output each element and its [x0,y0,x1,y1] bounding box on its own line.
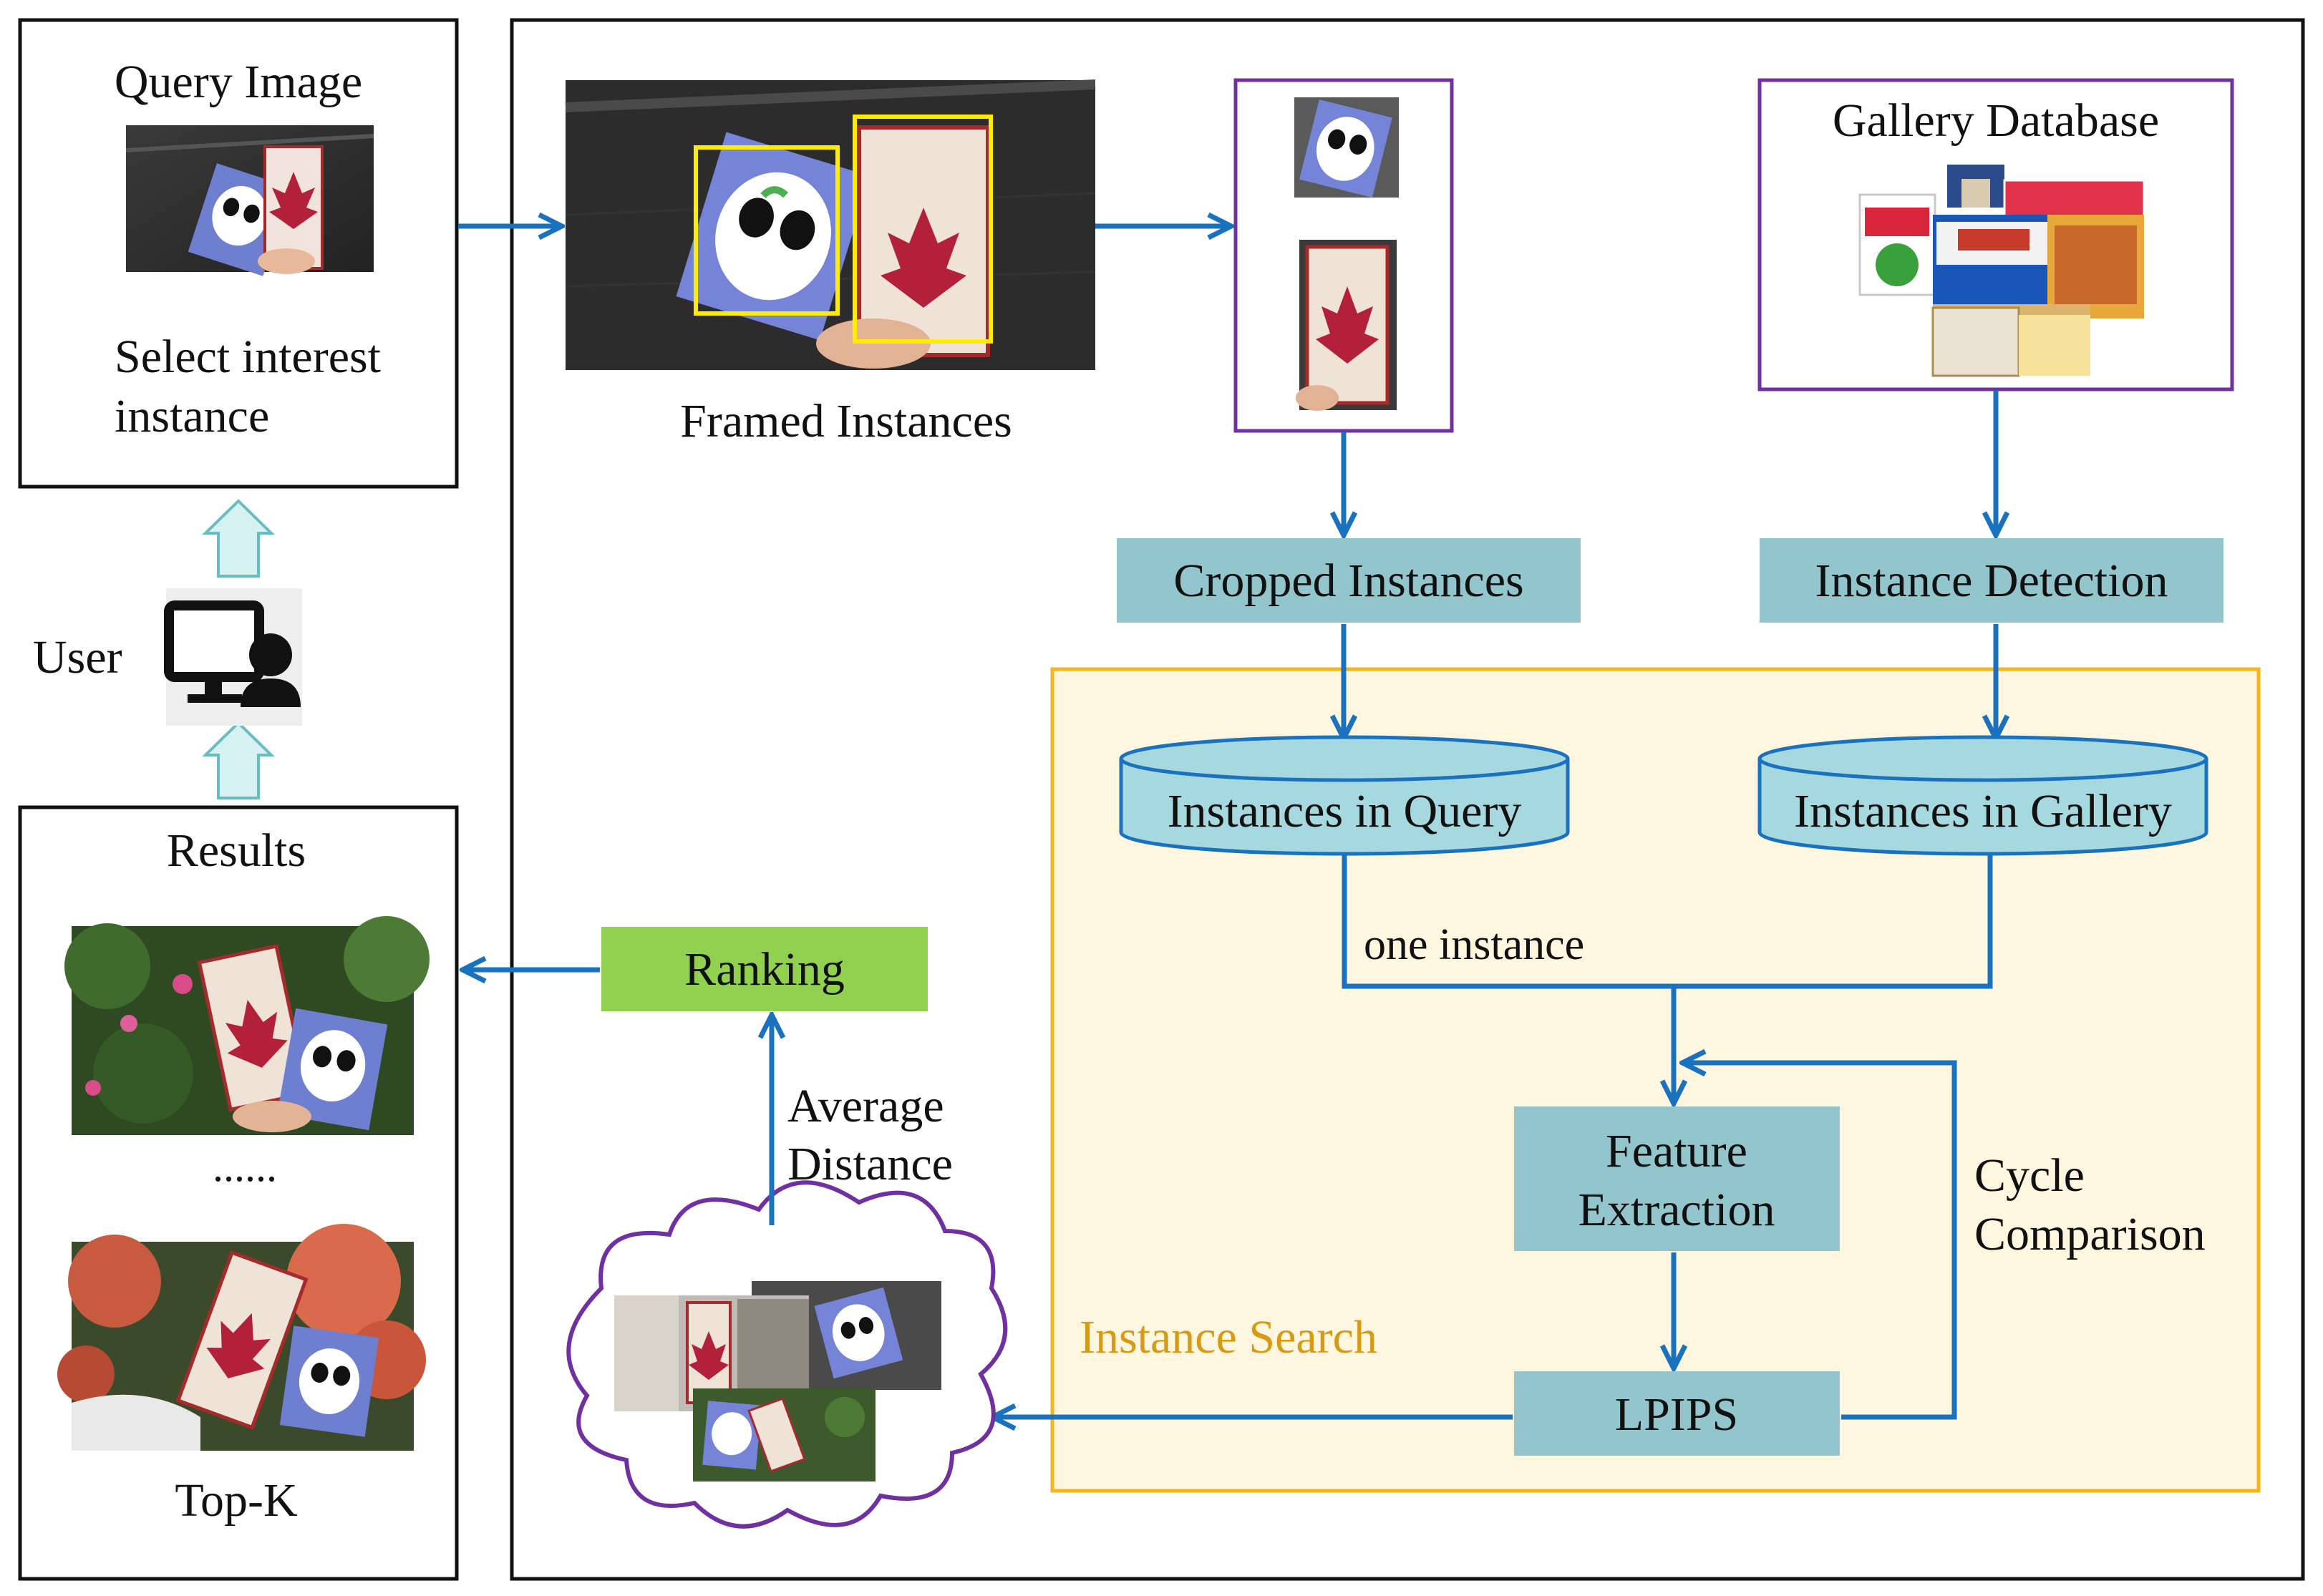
feature-extraction-line1: Feature [1606,1125,1747,1177]
cloud-collage-photo [614,1281,941,1481]
instance-detection-label: Instance Detection [1815,555,2168,607]
cropped-instances-box [1117,538,1581,623]
cycle-comparison-line2: Comparison [1974,1208,2206,1260]
feature-extraction-box [1514,1106,1840,1251]
results-title: Results [167,824,306,877]
result-photo-2 [57,1224,426,1451]
select-instance-line2: instance [115,390,269,442]
user-label: User [33,631,122,683]
instances-in-query-label: Instances in Query [1168,785,1522,837]
gallery-database-title: Gallery Database [1833,94,2159,147]
ranking-label: Ranking [684,943,845,996]
lpips-label: LPIPS [1615,1388,1738,1441]
select-instance-line1: Select interest [115,331,381,383]
gallery-products-photo [1858,165,2145,377]
instance-search-label: Instance Search [1080,1311,1377,1363]
cycle-comparison-loop [1682,1063,1957,1420]
crop-panda [1294,97,1399,198]
result-photo-1 [64,916,430,1135]
cropped-instances-label: Cropped Instances [1173,555,1523,607]
instance-detection-box [1760,538,2223,623]
topk-label: Top-K [175,1474,297,1527]
lpips-box [1514,1371,1840,1456]
one-instance-label: one instance [1364,920,1584,969]
ranking-box [601,927,928,1011]
average-distance-line2: Distance [787,1138,953,1190]
framed-instances-photo [565,79,1096,370]
up-arrow-bottom [202,721,275,799]
cycle-comparison-line1: Cycle [1974,1149,2085,1202]
average-distance-line1: Average [787,1080,944,1132]
merge-connector [1342,855,1993,989]
crop-canada [1296,240,1397,411]
query-photo [125,125,374,276]
query-image-title: Query Image [115,56,362,108]
monitor-user-icon [164,588,302,726]
framed-instances-label: Framed Instances [680,395,1012,447]
instances-in-gallery-db [1757,735,2208,856]
feature-extraction-line2: Extraction [1578,1184,1775,1236]
up-arrow-top [202,499,275,578]
results-ellipsis: ...... [213,1143,277,1190]
instances-in-query-db [1119,735,1570,856]
instances-in-gallery-label: Instances in Gallery [1794,785,2172,837]
